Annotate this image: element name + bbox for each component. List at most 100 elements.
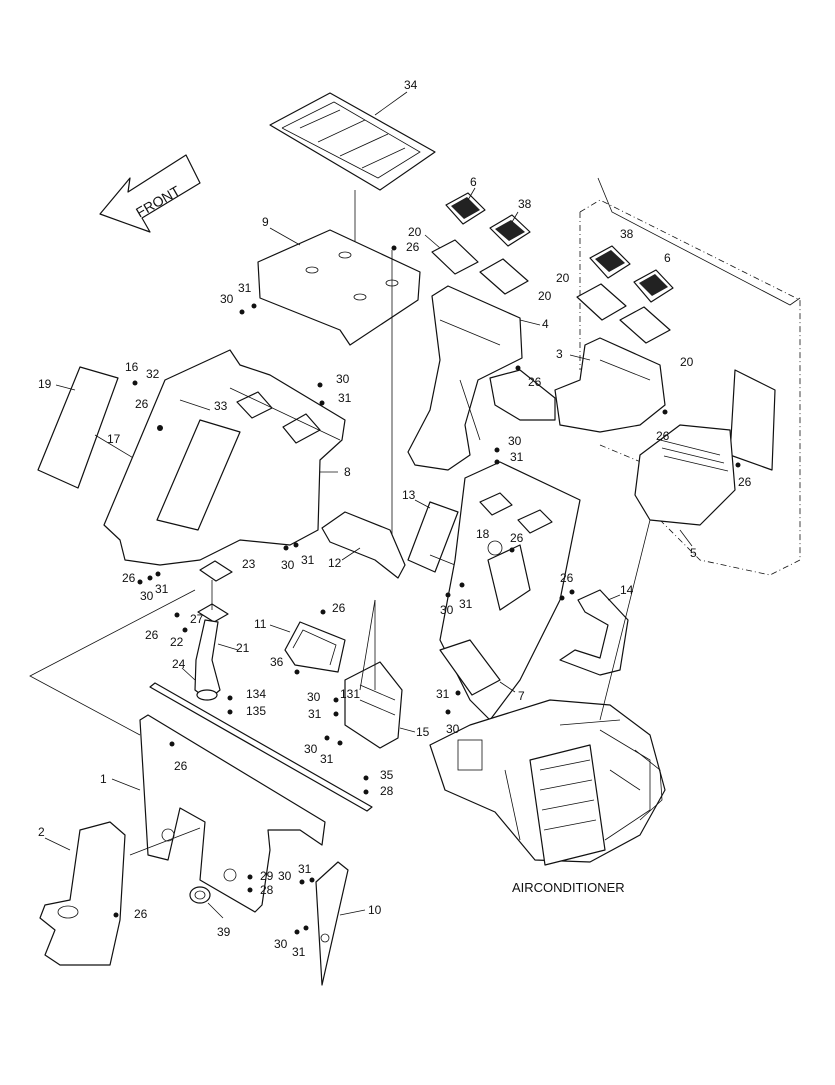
part-34-roof-panel	[269, 92, 436, 290]
callout: 26	[134, 907, 148, 921]
fasteners	[113, 245, 741, 935]
callout: 31	[238, 281, 252, 295]
callout: 5	[690, 546, 697, 560]
callout: 30	[304, 742, 318, 756]
callout: 24	[172, 657, 186, 671]
callout: 20	[408, 225, 422, 239]
callout: 1	[100, 772, 107, 786]
callout: 134	[246, 687, 266, 701]
part-9-cover-panel	[257, 229, 421, 560]
part-7-center-panel	[439, 461, 581, 721]
callout: 27	[190, 612, 204, 626]
callout: 31	[338, 391, 352, 405]
callout: 16	[125, 360, 139, 374]
callout: 8	[344, 465, 351, 479]
callout: 31	[155, 582, 169, 596]
callout: 26	[560, 571, 574, 585]
callout: 34	[404, 78, 418, 92]
callout: 36	[270, 655, 284, 669]
callout: 18	[476, 527, 490, 541]
callout: 15	[416, 725, 430, 739]
airconditioner-caption: AIRCONDITIONER	[512, 880, 625, 895]
callout: 10	[368, 903, 382, 917]
part-15-bracket	[344, 661, 403, 749]
callout: 30	[278, 869, 292, 883]
leader-lines	[29, 519, 651, 736]
callout: 30	[140, 589, 154, 603]
part-12-bracket	[321, 511, 406, 579]
callout: 26	[406, 240, 420, 254]
callout: 135	[246, 704, 266, 718]
callout: 26	[738, 475, 752, 489]
callout: 26	[145, 628, 159, 642]
callout: 21	[236, 641, 250, 655]
callout: 20	[556, 271, 570, 285]
callout: 26	[656, 429, 670, 443]
callout: 9	[262, 215, 269, 229]
callout: 22	[170, 635, 184, 649]
callout: 26	[122, 571, 136, 585]
part-1-main-panel	[129, 714, 326, 913]
callout: 20	[538, 289, 552, 303]
part-24-strip	[149, 682, 373, 812]
part-11-duct-box	[284, 621, 346, 673]
callout: 4	[542, 317, 549, 331]
callout: 29	[260, 869, 274, 883]
callout: 23	[242, 557, 256, 571]
airconditioner-unit	[429, 699, 666, 866]
callout: 31	[298, 862, 312, 876]
callout: 31	[459, 597, 473, 611]
callout: 26	[135, 397, 149, 411]
callout: 30	[281, 558, 295, 572]
callout: 31	[320, 752, 334, 766]
callout: 26	[332, 601, 346, 615]
callout: 30	[307, 690, 321, 704]
callout: 30	[440, 603, 454, 617]
callout-leaders	[44, 91, 693, 919]
callout: 14	[620, 583, 634, 597]
part-8-side-panel	[103, 349, 346, 566]
callout: 6	[664, 251, 671, 265]
callout: 38	[518, 197, 532, 211]
callout: 39	[217, 925, 231, 939]
callout: 13	[402, 488, 416, 502]
part-21-pipe	[194, 560, 233, 701]
callout: 31	[308, 707, 322, 721]
callout: 17	[107, 432, 121, 446]
callout: 32	[146, 367, 160, 381]
callout: 26	[174, 759, 188, 773]
callout: 2	[38, 825, 45, 839]
callout: 30	[446, 722, 460, 736]
callout: 26	[528, 375, 542, 389]
vent-grilles-right	[576, 245, 674, 344]
cab-wall-outline	[579, 177, 801, 576]
callout: 31	[301, 553, 315, 567]
callout: 31	[510, 450, 524, 464]
part-5-flex-duct	[634, 424, 736, 526]
part-39-grommet	[189, 886, 211, 904]
part-2-floor-duct	[39, 821, 126, 966]
callout: 26	[510, 531, 524, 545]
callout: 30	[508, 434, 522, 448]
callout: 3	[556, 347, 563, 361]
callout: 30	[220, 292, 234, 306]
callout: 31	[292, 945, 306, 959]
callout: 11	[254, 617, 267, 631]
callout: 31	[436, 687, 450, 701]
callout: 28	[380, 784, 394, 798]
callout: 35	[380, 768, 394, 782]
callout: 19	[38, 377, 52, 391]
part-3-duct	[554, 337, 666, 433]
callout: 6	[470, 175, 477, 189]
callout: 30	[336, 372, 350, 386]
callout-numbers: 34 6 38 20 20 26 9 31 30 38 6 20 20 4 3 …	[38, 78, 752, 959]
part-4-duct	[407, 285, 556, 471]
front-arrow: FRONT	[99, 154, 201, 233]
part-14-bracket	[559, 589, 629, 676]
callout: 30	[274, 937, 288, 951]
callout: 131	[340, 687, 360, 701]
callout: 33	[214, 399, 228, 413]
callout: 7	[518, 689, 525, 703]
callout: 20	[680, 355, 694, 369]
